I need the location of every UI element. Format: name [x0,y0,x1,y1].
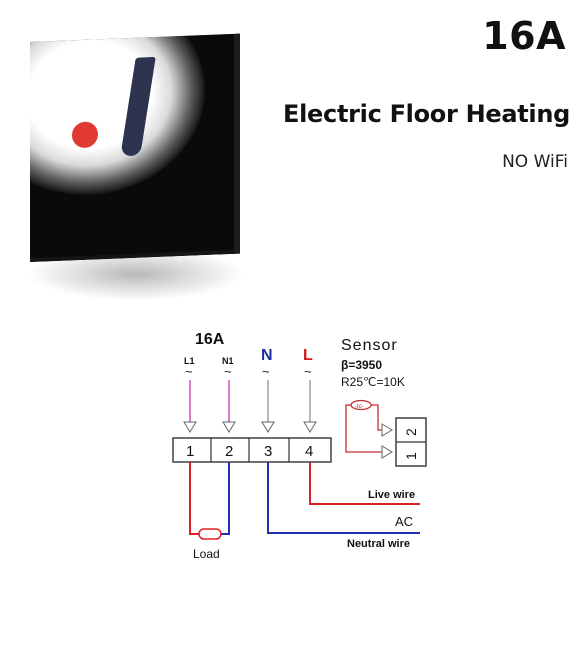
arrow-icon [381,445,393,459]
terminal-number: 4 [305,443,313,460]
load-wire-red [189,462,200,535]
svg-text:-tc-: -tc- [355,404,364,410]
amperage-title: 16A [482,14,566,58]
tilde-icon: ~ [304,364,312,379]
input-label-l: L [303,347,313,364]
terminal-number: 3 [264,443,272,460]
sensor-resistance: R25℃=10K [341,375,405,389]
input-label-n1: N1 [222,356,234,366]
tilde-icon: ~ [185,364,193,379]
load-wire-blue [219,462,230,535]
sensor-terminal-number: 2 [403,428,419,436]
sensor-title: Sensor [341,337,398,354]
sensor-terminal-number: 1 [403,452,419,460]
terminal-number: 1 [186,443,194,460]
sensor-wire [345,404,388,453]
neutral-wire-label: Neutral wire [347,538,410,550]
tilde-icon: ~ [224,364,232,379]
tilde-icon: ~ [262,364,270,379]
rating-label: 16A [195,331,225,348]
arrow-icon [222,421,236,433]
wifi-note: NO WiFi [502,152,568,172]
live-wire-label: Live wire [368,489,415,501]
terminal-number: 2 [225,443,233,460]
load-resistor-icon [198,528,222,540]
arrow-icon [183,421,197,433]
arrow-icon [261,421,275,433]
input-label-n: N [261,347,273,364]
load-label: Load [193,547,220,561]
live-wire [309,462,420,505]
arrow-icon [303,421,317,433]
arrow-icon [381,423,393,437]
sensor-beta: β=3950 [341,358,382,372]
terminal-block [172,437,332,463]
ac-label: AC [395,514,413,529]
neutral-wire [267,462,420,534]
product-title: Electric Floor Heating [283,100,570,128]
input-label-l1: L1 [184,356,195,366]
